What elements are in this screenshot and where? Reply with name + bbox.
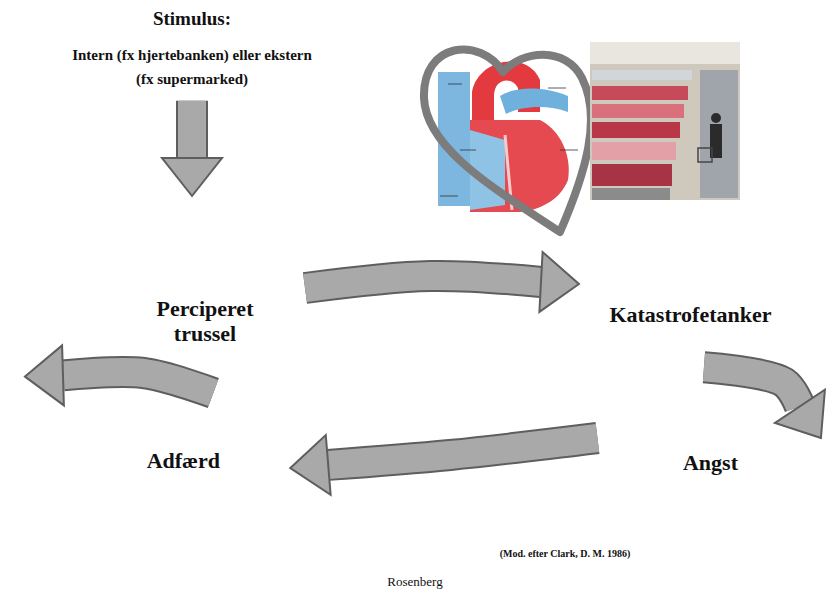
arrow-head [775, 390, 825, 438]
stimulus-description: Intern (fx hjertebanken) eller ekstern (… [67, 43, 317, 91]
arrow-shaft-outline [63, 372, 213, 393]
shelf-goods [592, 86, 688, 100]
person-head [711, 113, 721, 123]
aisle [700, 70, 738, 198]
block-arrow [704, 367, 825, 438]
trolley [698, 148, 712, 162]
ventricle [470, 120, 569, 212]
author-note: Rosenberg [387, 574, 442, 590]
text-node: Adfærd [146, 448, 220, 473]
photo-ground [590, 42, 740, 200]
arrow-shaft-outline [328, 438, 597, 465]
arrow-head [162, 158, 222, 196]
arrow-shaft-outline [305, 276, 541, 288]
connector-layer [25, 101, 825, 495]
arrow-shaft [63, 372, 213, 393]
text-node: Perciperet trussel [130, 296, 280, 347]
supermarket-photo [590, 42, 740, 200]
pulmonary-artery [500, 89, 568, 115]
arrow-shaft-outline [704, 367, 800, 406]
shelf-goods [592, 142, 676, 160]
cycle-step: Perciperet trussel [130, 296, 280, 347]
arrow-head [290, 435, 330, 495]
block-arrow [290, 435, 597, 495]
arrow-head [25, 345, 64, 405]
text-node: Angst [682, 450, 738, 475]
heart-illustration [424, 49, 591, 232]
block-arrow [162, 101, 222, 196]
arrow-head [539, 252, 579, 312]
shelf [592, 70, 692, 80]
arrow-shaft [328, 438, 597, 465]
block-arrow [25, 345, 213, 405]
text-node: Katastrofetanker [609, 302, 772, 327]
arrow-shaft [704, 367, 800, 406]
cycle-step: Katastrofetanker [609, 302, 771, 327]
shelf-goods [592, 164, 672, 186]
cycle-step: Adfærd [147, 448, 220, 473]
leader-lines [440, 84, 578, 196]
ceiling [590, 42, 740, 64]
text-node: Stimulus: Intern (fx hjertebanken) eller … [67, 8, 317, 91]
source-note: (Mod. efter Clark, D. M. 1986) [500, 548, 631, 559]
floor [592, 188, 670, 200]
cycle-step: Angst [683, 450, 738, 475]
shelf-goods [592, 104, 684, 118]
block-arrow [305, 252, 579, 312]
stimulus-heading: Stimulus: [153, 8, 231, 31]
arrow-shaft-outline [176, 101, 208, 158]
heart-outline [424, 49, 591, 232]
shelf-goods [592, 122, 680, 138]
arrow-shaft [305, 276, 541, 288]
arrow-shaft [178, 101, 206, 158]
